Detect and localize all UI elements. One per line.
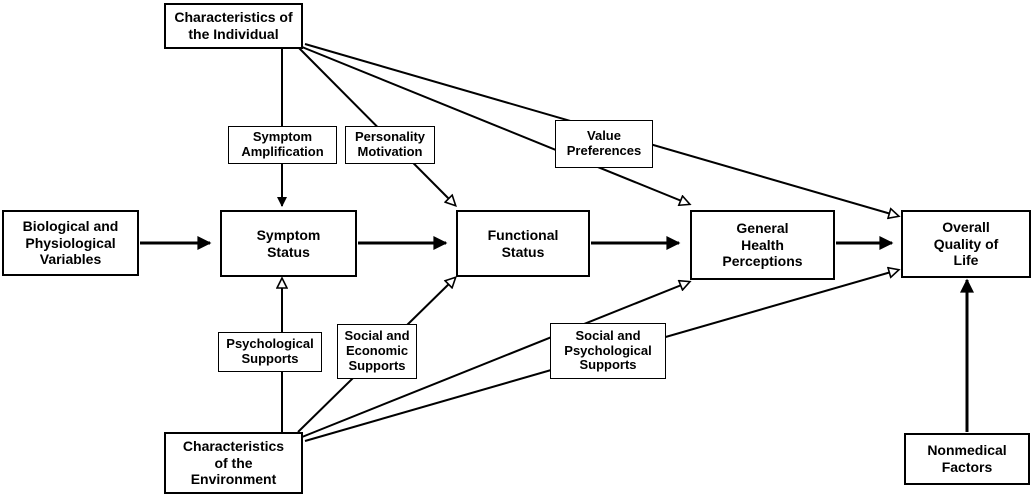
label-social-psychological-supports: Social and Psychological Supports <box>550 323 666 379</box>
box-nonmedical-factors: Nonmedical Factors <box>904 433 1030 485</box>
box-characteristics-environment: Characteristics of the Environment <box>164 432 303 494</box>
box-symptom-status: Symptom Status <box>220 210 357 277</box>
arrow-environment-to-health <box>301 282 689 438</box>
box-functional-status: Functional Status <box>456 210 590 277</box>
label-symptom-amplification: Symptom Amplification <box>228 126 337 164</box>
box-general-health: General Health Perceptions <box>690 210 835 280</box>
label-value-preferences: Value Preferences <box>555 120 653 168</box>
box-biological-variables: Biological and Physiological Variables <box>2 210 139 276</box>
box-characteristics-individual: Characteristics of the Individual <box>164 3 303 49</box>
label-social-economic-supports: Social and Economic Supports <box>337 324 417 379</box>
label-psychological-supports: Psychological Supports <box>218 332 322 372</box>
box-overall-qol: Overall Quality of Life <box>901 210 1031 278</box>
arrow-individual-to-health <box>301 46 689 204</box>
label-personality-motivation: Personality Motivation <box>345 126 435 164</box>
